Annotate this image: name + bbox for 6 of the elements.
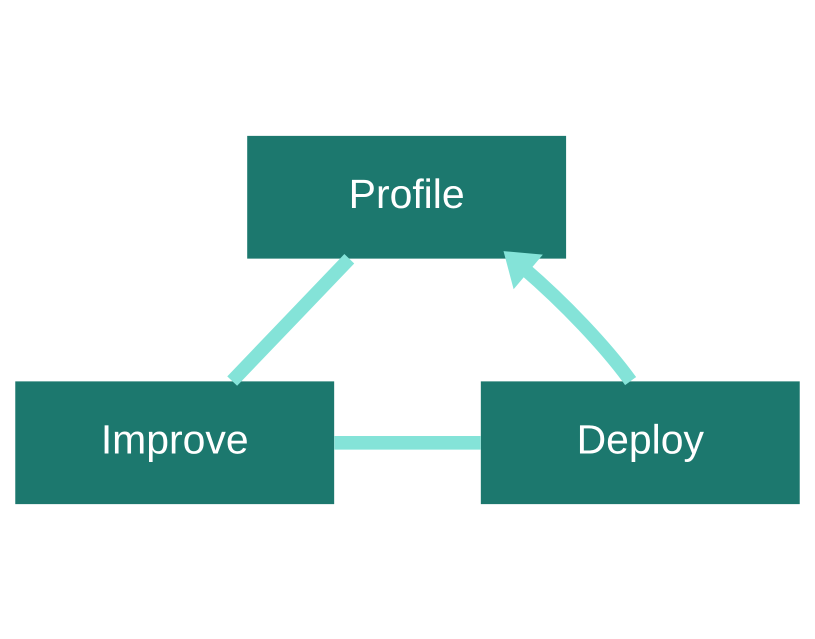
node-box: Improve [15, 380, 334, 504]
node-box: Deploy [480, 380, 800, 504]
connector [334, 435, 481, 450]
arrow [504, 250, 636, 385]
node-box: Profile [247, 135, 566, 258]
connector [227, 254, 354, 386]
